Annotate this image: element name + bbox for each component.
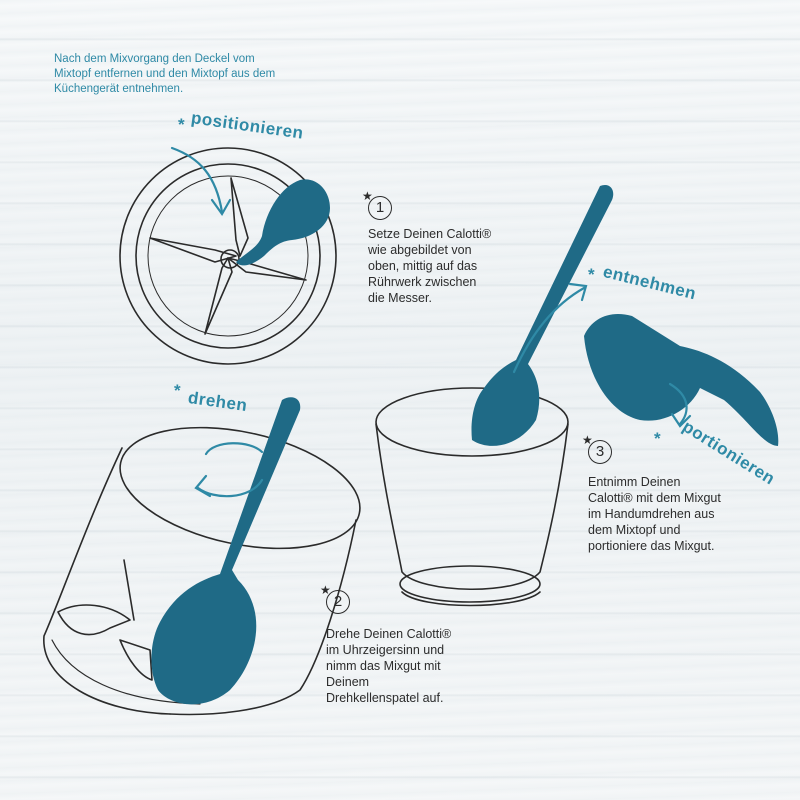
- spatula-2: [151, 397, 301, 705]
- portion-spatula: * portionieren: [584, 314, 778, 489]
- bowl-right-wall: [169, 519, 357, 716]
- hub: [220, 249, 240, 269]
- step1-topview: * positionieren: [119, 108, 337, 365]
- cup-foot: [399, 565, 541, 603]
- blade-2-shaft: [123, 559, 135, 621]
- step3-text: Entnimm Deinen Calotti® mit dem Mixgut i…: [588, 475, 721, 553]
- cup-base: [401, 591, 541, 607]
- step1-ring: 1: [368, 196, 392, 220]
- portionieren-arrow: [668, 382, 688, 426]
- blade-2-bottom: [119, 639, 153, 681]
- spatula-head-top: [236, 179, 330, 266]
- drehen-star: *: [174, 381, 181, 400]
- bowl-base: [51, 639, 201, 705]
- portionieren-arrowhead: [670, 412, 692, 428]
- step1-text: Setze Deinen Calotti® wie abgebildet von…: [368, 227, 492, 305]
- positionieren-star: *: [178, 115, 185, 134]
- drehen-arrow-top: [204, 442, 264, 456]
- step3-star: ★: [582, 433, 593, 447]
- step3-ring: 3: [588, 440, 612, 464]
- bowl-rim: [119, 426, 361, 550]
- step3-number: ★ 3: [582, 433, 612, 464]
- bowl-outer-ring: [119, 147, 337, 365]
- bowl-inner-ring: [135, 163, 321, 349]
- intro-text: Nach dem Mixvorgang den Deckel vom Mixto…: [54, 53, 276, 95]
- portionieren-star: *: [654, 429, 661, 448]
- positionieren-arrow: [170, 146, 224, 214]
- step1-star: ★: [362, 189, 373, 203]
- step2-bowl: * drehen: [43, 381, 361, 716]
- step2-number: ★ 2: [320, 583, 350, 614]
- drehen-arrowhead: [194, 474, 212, 498]
- blade-top: [230, 177, 249, 257]
- entnehmen-label: entnehmen: [601, 262, 698, 303]
- entnehmen-arrowhead: [568, 282, 588, 302]
- step2-star: ★: [320, 583, 331, 597]
- blade-left: [149, 237, 237, 263]
- bowl-left-wall: [43, 447, 171, 715]
- cup-rim: [375, 387, 569, 457]
- spatula-scoop: [584, 314, 779, 446]
- drehen-label: drehen: [187, 388, 249, 415]
- spatula-3: [471, 184, 614, 446]
- entnehmen-arrow: [512, 286, 586, 374]
- blade-bottom: [204, 257, 233, 335]
- cup-body: [375, 423, 569, 591]
- step2-text: Drehe Deinen Calotti® im Uhrzeigersinn u…: [326, 627, 452, 705]
- positionieren-label: positionieren: [190, 108, 305, 143]
- bowl-bottom-ring: [147, 175, 309, 337]
- step2-ring: 2: [326, 590, 350, 614]
- positionieren-arrowhead: [210, 198, 232, 217]
- step1-number: ★ 1: [362, 189, 392, 220]
- blade-2-left: [57, 604, 131, 636]
- entnehmen-star: *: [588, 265, 595, 284]
